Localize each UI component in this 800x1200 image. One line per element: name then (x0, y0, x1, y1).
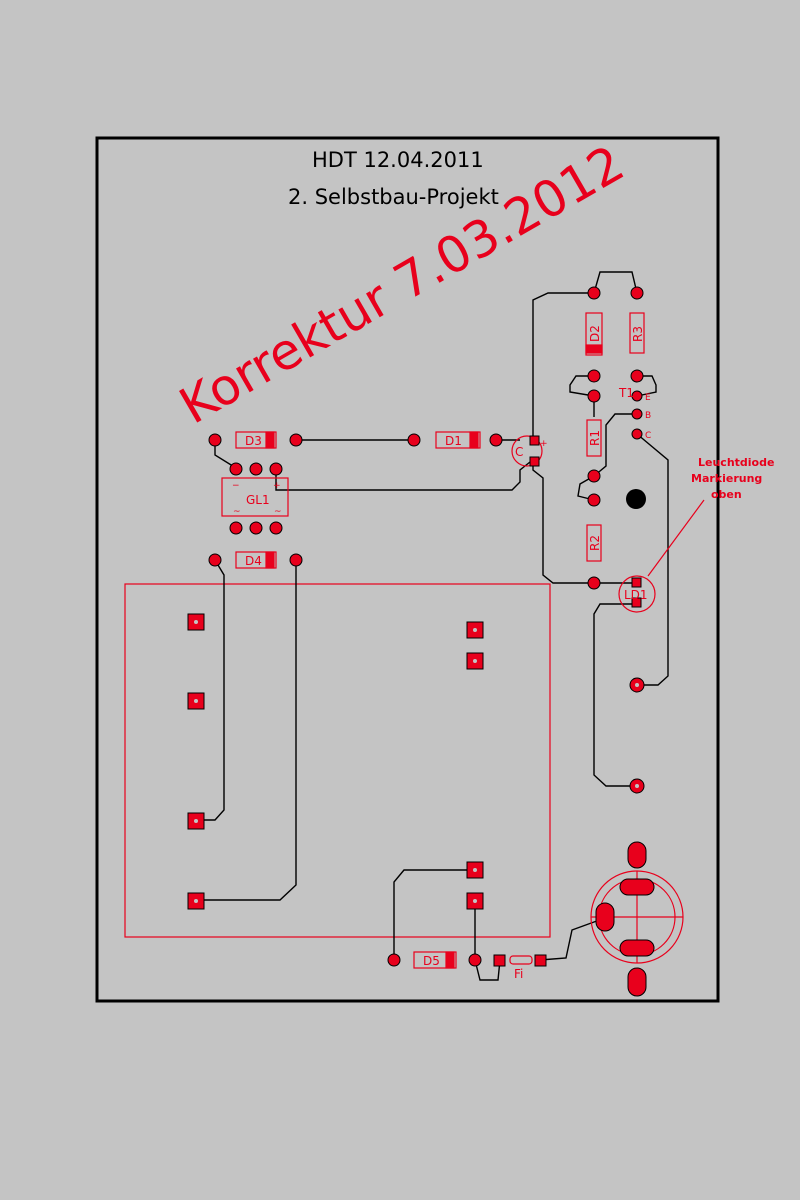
pin-b: B (645, 411, 651, 421)
pad (631, 390, 643, 402)
label-d1: D1 (445, 434, 462, 448)
pad (289, 553, 303, 567)
pad (269, 521, 283, 535)
pin-e: E (645, 393, 651, 403)
label-d2: D2 (588, 325, 602, 342)
pad (208, 433, 222, 447)
pad (627, 967, 647, 997)
board-outline (95, 136, 720, 1003)
pad (631, 577, 642, 588)
label-r3: R3 (631, 326, 645, 342)
r2-body (586, 524, 602, 562)
pad (489, 433, 503, 447)
pad (587, 576, 601, 590)
pad (468, 953, 482, 967)
pad (387, 953, 401, 967)
title-line2: 2. Selbstbau-Projekt (288, 185, 499, 209)
d3-body (235, 431, 277, 449)
pad (631, 428, 643, 440)
pads (187, 286, 655, 997)
pin-ac-right: ~ (274, 507, 282, 517)
d4-body (235, 551, 277, 569)
pad (587, 389, 601, 403)
r1-body (586, 419, 602, 457)
fuse-body (509, 955, 533, 965)
pad (229, 521, 243, 535)
label-ld1: LD1 (624, 588, 648, 602)
pin-cap-plus: + (540, 439, 548, 449)
pad (619, 939, 655, 957)
label-d3: D3 (245, 434, 262, 448)
pad (289, 433, 303, 447)
correction-stamp: Korrektur 7.03.2012 (170, 134, 634, 435)
pad (208, 553, 222, 567)
pin-minus: − (232, 481, 240, 491)
pin-ac-left: ~ (233, 507, 241, 517)
pad (529, 456, 540, 467)
label-fuse: Fi (514, 967, 523, 981)
mounting-hole (626, 489, 646, 509)
pad (627, 841, 647, 869)
label-d4: D4 (245, 554, 262, 568)
pad (619, 878, 655, 896)
label-r1: R1 (588, 430, 602, 446)
d1-body (435, 431, 481, 449)
pad (529, 435, 540, 446)
label-d5: D5 (423, 954, 440, 968)
pad (587, 369, 601, 383)
label-r2: R2 (588, 535, 602, 551)
pin-c: C (645, 431, 651, 441)
pad (229, 462, 243, 476)
component-outlines (221, 312, 705, 969)
d2-body (585, 312, 603, 356)
component-area-outline (124, 583, 551, 938)
pad (534, 954, 547, 967)
d5-body (413, 951, 457, 969)
pad (587, 469, 601, 483)
pad (407, 433, 421, 447)
pad (631, 408, 643, 420)
annotation-line3: oben (711, 488, 742, 501)
pad (269, 462, 283, 476)
pin-plus: + (273, 481, 281, 491)
pad (493, 954, 506, 967)
pad (631, 597, 642, 608)
label-gl1: GL1 (246, 493, 270, 507)
capacitor-outline (511, 435, 543, 467)
pad (595, 902, 615, 932)
pad (630, 286, 644, 300)
pad (630, 369, 644, 383)
gl1-body (221, 477, 289, 517)
annotation-line1: Leuchtdiode (698, 456, 774, 469)
label-cap: C (515, 445, 523, 459)
annotation-line2: Markierung (691, 472, 762, 485)
title-line1: HDT 12.04.2011 (312, 148, 484, 172)
r3-body (629, 312, 645, 354)
pad (249, 462, 263, 476)
label-t1: T1 (618, 386, 634, 400)
pad (249, 521, 263, 535)
pad (587, 493, 601, 507)
ld1-outline (618, 575, 656, 613)
pad (587, 286, 601, 300)
